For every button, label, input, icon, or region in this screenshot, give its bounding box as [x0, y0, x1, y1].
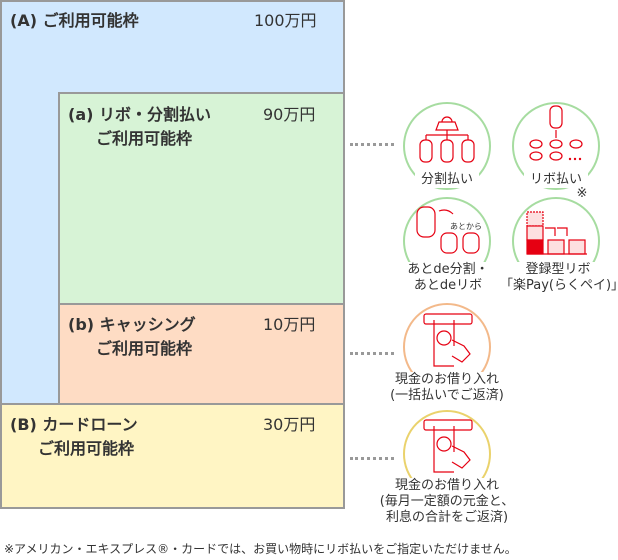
- installment-icon: [419, 116, 475, 163]
- cash-lump-label-1: 現金のお借り入れ: [385, 372, 509, 388]
- revolving-icon: [529, 105, 583, 161]
- cash-loan-label-3: 利息の合計をご返済): [375, 510, 519, 526]
- rakupay-label-2: 「楽Pay(らくペイ)」: [500, 278, 618, 294]
- limit-B-label2: ご利用可能枠: [38, 439, 135, 458]
- atokara-label: あとから: [450, 222, 482, 231]
- rakupay-label-1: 登録型リボ: [512, 262, 604, 278]
- limit-B-label: (B) カードローン: [10, 415, 138, 434]
- atode-label-1: あとde分割・: [402, 262, 494, 278]
- cash-withdrawal-icon: [423, 419, 473, 473]
- limit-B-box: [0, 403, 345, 509]
- limit-B-amount: 30万円: [263, 415, 316, 434]
- limit-a-amount: 90万円: [263, 105, 316, 124]
- atode-icon: [416, 206, 480, 254]
- connector-dots-b: [350, 352, 394, 355]
- limit-A-amount: 100万円: [254, 11, 317, 30]
- cash-loan-label-2: (毎月一定額の元金と、: [375, 494, 519, 510]
- limit-A-label: (A) ご利用可能枠: [10, 11, 139, 30]
- limit-a-label2: ご利用可能枠: [96, 129, 193, 148]
- revolving-note-mark: ※: [576, 186, 588, 201]
- limit-b-label2: ご利用可能枠: [96, 339, 193, 358]
- connector-dots-a: [350, 143, 394, 146]
- cash-withdrawal-icon: [423, 313, 473, 367]
- rakupay-icon: [526, 211, 587, 255]
- limit-a-label: (a) リボ・分割払い: [68, 105, 211, 124]
- atode-label-2: あとdeリボ: [402, 278, 494, 294]
- limit-b-label: (b) キャッシング: [68, 315, 196, 334]
- cash-lump-label-2: (一括払いでご返済): [385, 388, 509, 404]
- footnote: ※アメリカン・エキスプレス®・カードでは、お買い物時にリボ払いをご指定いただけま…: [4, 542, 517, 556]
- installment-label: 分割払い: [415, 172, 479, 188]
- revolving-label: リボ払い: [524, 172, 588, 188]
- connector-dots-B: [350, 457, 394, 460]
- limit-a-box: [58, 92, 345, 305]
- limit-b-amount: 10万円: [263, 315, 316, 334]
- cash-loan-label-1: 現金のお借り入れ: [375, 478, 519, 494]
